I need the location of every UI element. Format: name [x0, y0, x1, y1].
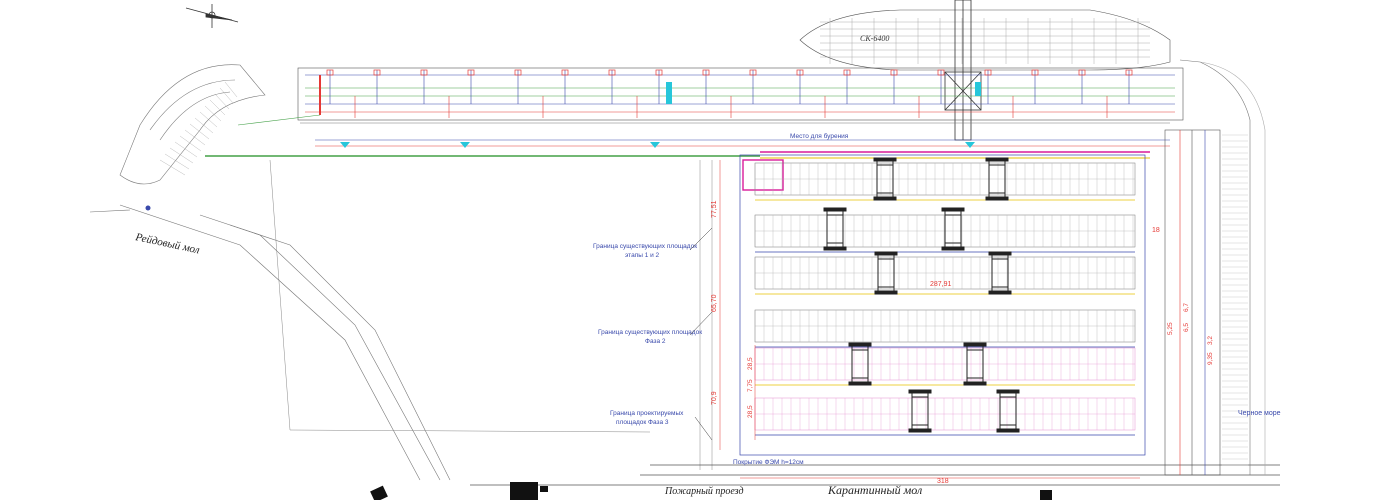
- boundary-designed-b: площадок Фаза 3: [616, 419, 669, 426]
- bottom-buildings: [370, 482, 1052, 500]
- crane-icon: [848, 342, 872, 386]
- dim-77-51: 77,51: [711, 200, 718, 218]
- dim-65-70: 65,70: [711, 294, 718, 312]
- crane-icon: [823, 207, 847, 251]
- container-yard: [739, 154, 1146, 456]
- boundary-existing-1: Граница существующих площадок: [593, 243, 697, 250]
- coverage-label: Покрытие ФЭМ h=12см: [733, 459, 804, 466]
- dim-6-5: 6,5: [1183, 323, 1190, 332]
- crane-icon: [908, 389, 932, 433]
- right-strip: [1164, 59, 1266, 476]
- leader-lines: [689, 227, 713, 441]
- crane-icon: [874, 251, 898, 295]
- cyan-markers: [340, 82, 981, 148]
- top-quay: [237, 67, 1184, 126]
- dimension-lines: [719, 160, 1140, 479]
- dim-9-35: 9,35: [1207, 352, 1214, 365]
- crane-icon: [963, 342, 987, 386]
- crane-icon: [873, 157, 897, 201]
- crane-icon: [941, 207, 965, 251]
- black-sea-label: Черное море: [1238, 410, 1281, 417]
- dim-7-75: 7,75: [747, 379, 754, 392]
- vessel-label: СК-6400: [860, 34, 889, 43]
- dim-5-25: 5,25: [1167, 322, 1174, 335]
- boundary-existing-2b: Фаза 2: [645, 338, 666, 345]
- dim-70-9: 70,9: [711, 391, 718, 405]
- dim-3-2: 3,2: [1207, 336, 1214, 345]
- left-curved-pier: [119, 64, 266, 185]
- reydovy-mol-label: Рейдовый мол: [133, 231, 201, 257]
- perimeter-lines: [205, 122, 1280, 486]
- compass-icon: [185, 4, 239, 28]
- fire-passage-label: Пожарный проезд: [664, 486, 744, 497]
- dim-28-5-b: 28,5: [747, 405, 754, 418]
- crane-icon: [996, 389, 1020, 433]
- reydovy-mol: [89, 204, 451, 481]
- drilling-site-label: Место для бурения: [790, 132, 849, 140]
- boundary-existing-1b: этапы 1 и 2: [625, 252, 660, 259]
- dim-18: 18: [1152, 227, 1160, 234]
- marker-point: [145, 205, 151, 211]
- boundary-designed: Граница проектируемых: [610, 410, 684, 417]
- boundary-existing-2: Граница существующих площадок: [598, 329, 702, 336]
- dim-28-5-a: 28,5: [747, 357, 754, 370]
- dim-6-7: 6,7: [1183, 303, 1190, 312]
- dim-318: 318: [937, 478, 949, 485]
- crane-icon: [988, 251, 1012, 295]
- dim-287-91: 287,91: [930, 281, 952, 288]
- karantinny-mol-label: Карантинный мол: [827, 483, 922, 497]
- vessel-outline: [799, 9, 1171, 71]
- crane-icon: [985, 157, 1009, 201]
